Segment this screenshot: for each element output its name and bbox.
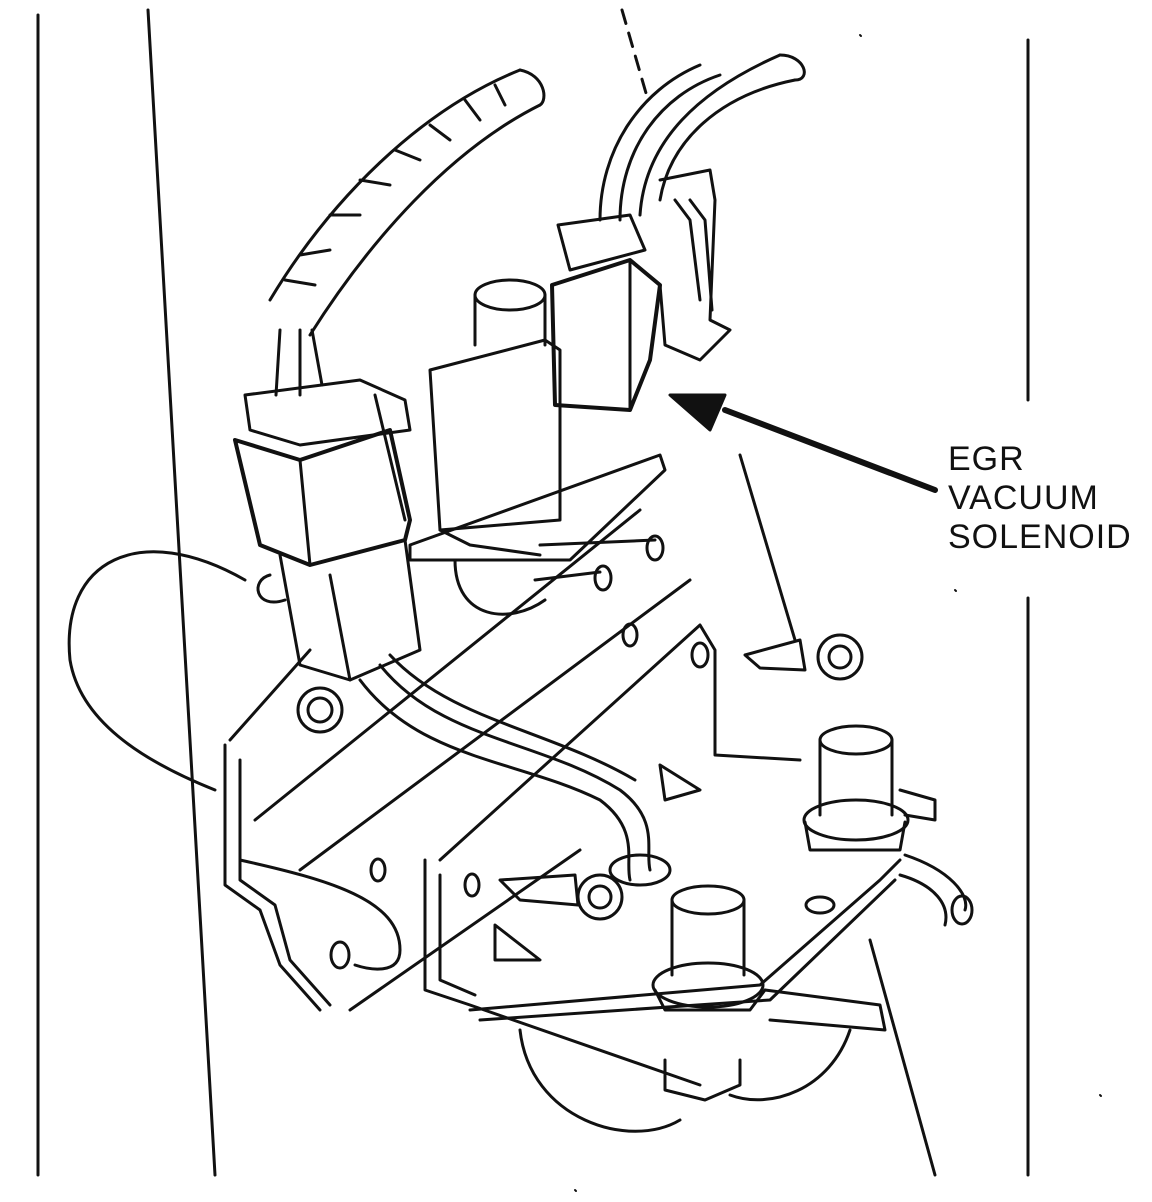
vacuum-ports — [493, 724, 974, 1133]
scan-specks — [574, 34, 1102, 1192]
solenoid-body — [408, 278, 667, 616]
solenoid-connector — [550, 53, 806, 412]
left-electrical-connector — [233, 378, 422, 682]
egr-vacuum-solenoid-label: EGR VACUUM SOLENOID — [948, 440, 1132, 557]
mounting-bracket — [223, 508, 902, 1087]
callout-arrow — [668, 393, 938, 493]
mounting-bolts — [296, 622, 864, 970]
wrapped-wire-harness — [268, 68, 546, 397]
wire-harness-loop — [67, 550, 672, 971]
label-line-1: EGR — [948, 440, 1025, 478]
label-line-3: SOLENOID — [948, 518, 1132, 556]
label-line-2: VACUUM — [948, 479, 1099, 517]
frame-lines — [36, 8, 1030, 1177]
